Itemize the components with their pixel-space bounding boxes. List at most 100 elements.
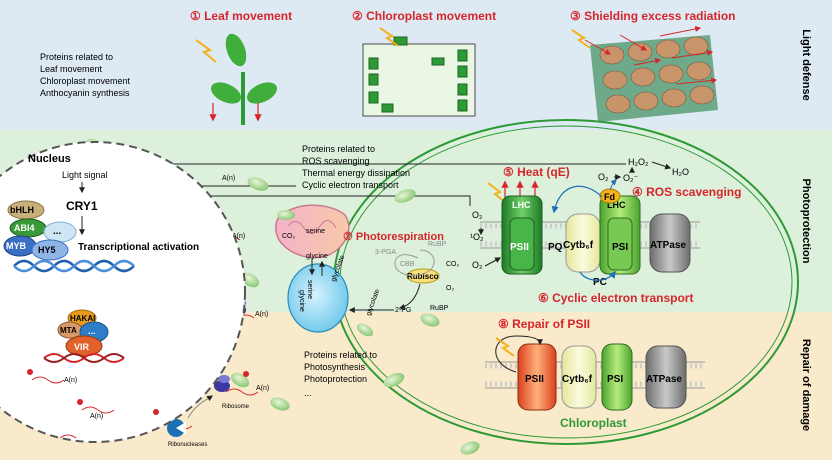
arrow-fd-o2 (609, 179, 617, 191)
pr-rubp-1: RuBP (428, 241, 447, 248)
pr-co2-2: CO₂ (446, 261, 460, 268)
mid-proteins-line1: Proteins related to (302, 144, 375, 154)
repair-cycle-arrow (495, 335, 543, 373)
arrow-cyclic-pc (579, 270, 616, 281)
fd-label: Fd (604, 192, 615, 202)
nuc-an-1: A(n) (64, 377, 77, 384)
band-label-top: Light defense (800, 29, 812, 101)
activation-label: Transcriptional activation (78, 242, 199, 253)
bot-proteins-line4: ... (304, 388, 312, 398)
singlet-o2-label: ¹O₂ (470, 232, 484, 242)
hy5-label: HY5 (38, 245, 56, 255)
repair-psi-complex (601, 343, 633, 411)
cyclic-label: ⑥ Cyclic electron transport (538, 291, 693, 305)
cytbf-label: Cytb₆f (563, 240, 594, 251)
pr-cbb: CBB (400, 261, 415, 268)
pr-glycine-2: glycine (298, 290, 305, 312)
step-shielding: ③ Shielding excess radiation (570, 9, 735, 23)
psii-label: PSII (510, 242, 529, 253)
repair-cytbf-label: Cytb₆f (562, 374, 593, 385)
cry1-label: CRY1 (66, 199, 98, 213)
nucleus-title: Nucleus (28, 153, 71, 165)
light-signal-label: Light signal (62, 170, 108, 180)
heat-label: ⑤ Heat (qE) (503, 165, 570, 179)
abi4-label: ABI4 (14, 223, 35, 233)
leaf-plant-icon (209, 33, 277, 125)
repair-psi-label: PSI (607, 374, 623, 385)
mrna-cap-icons (27, 369, 249, 415)
lhc-label-1: LHC (512, 200, 531, 210)
band-label-middle: Photoprotection (800, 179, 812, 264)
repair-atpase-label: ATPase (646, 374, 682, 385)
top-proteins-line1: Proteins related to (40, 52, 113, 62)
ros-label: ④ ROS scavenging (632, 185, 741, 199)
lhc-label-2: LHC (607, 200, 626, 210)
hakai-label: HAKAI (70, 314, 95, 323)
nuc-an-2: A(n) (90, 413, 103, 420)
vir-label: VIR (74, 342, 90, 352)
mid-proteins-line2: ROS scavenging (302, 156, 370, 166)
cyto-an-1: A(n) (222, 175, 235, 182)
tf-dots-label: ... (53, 226, 62, 237)
myb-label: MYB (6, 241, 27, 251)
rubisco-badge (406, 268, 440, 284)
bot-proteins-line1: Proteins related to (304, 350, 377, 360)
peroxisome (287, 263, 349, 333)
shielding-tissue-icon (571, 25, 718, 122)
mitochondrion (275, 204, 350, 259)
step-chloroplast-movement: ② Chloroplast movement (352, 9, 496, 23)
o2-label-1: O₂ (472, 210, 483, 220)
h2o-label: H₂O (672, 167, 689, 177)
arrow-ribosome (187, 395, 213, 419)
band-label-bottom: Repair of damage (800, 339, 812, 431)
tf-dots-label-2: ... (88, 326, 96, 336)
top-proteins-line2: Leaf movement (40, 64, 103, 74)
psii-complex (501, 195, 543, 275)
atpase-complex (649, 213, 691, 273)
o2-minus-label: O₂⁻ (623, 173, 638, 183)
dna-helix (13, 259, 135, 273)
cyto-an-6: A(n) (256, 385, 269, 392)
lightning-icon (195, 39, 217, 63)
arrow-2pg (398, 283, 421, 310)
ribonucleases-label: Ribonucleases (168, 442, 207, 448)
repair-psii-label: PSII (525, 374, 544, 385)
pr-serine-2: serine (306, 280, 313, 299)
o2-label-ros: O₂ (598, 172, 609, 182)
psi-label: PSI (612, 242, 628, 253)
cell-chloroplast-icon (362, 27, 476, 117)
pr-2pg: 2-PG (395, 307, 411, 314)
top-proteins-line4: Anthocyanin synthesis (40, 88, 130, 98)
nucleus-boundary (0, 141, 246, 443)
cbb-cycle-arrow (394, 249, 435, 276)
o2-label-2: O₂ (472, 260, 483, 270)
pq-label: PQ (548, 242, 563, 253)
tf-cluster (3, 200, 77, 261)
repair-label: ⑧ Repair of PSII (498, 317, 590, 331)
mrna-mod-cluster (57, 309, 109, 357)
rna-helix (43, 353, 125, 363)
chloroplast-label: Chloroplast (560, 416, 627, 430)
ribosome-label: Ribosome (222, 404, 250, 410)
pc-label: PC (593, 277, 607, 288)
pr-serine-1: serine (306, 228, 325, 235)
arrow-cyclic-fd-pq (551, 185, 603, 214)
mid-proteins-line3: Thermal energy dissipation (302, 168, 410, 178)
pr-glycine-1: glycine (306, 253, 328, 260)
lightning-icon (495, 337, 515, 357)
signal-line-o2 (140, 195, 471, 206)
atpase-label: ATPase (650, 240, 686, 251)
bot-proteins-line2: Photosynthesis (304, 362, 366, 372)
mid-proteins-line4: Cyclic electron transport (302, 180, 399, 190)
pr-o2: O₂ (446, 285, 454, 292)
h2o2-label: H₂O₂ (628, 157, 649, 167)
repair-atpase-complex (645, 345, 687, 409)
arrow-h2o2-h2o (651, 161, 672, 170)
lightning-icon (487, 182, 507, 204)
top-proteins-line3: Chloroplast movement (40, 76, 131, 86)
mito-cristae (287, 220, 337, 234)
cyto-an-5: A(n) (232, 233, 245, 240)
pr-3pga: 3-PGA (375, 249, 396, 256)
